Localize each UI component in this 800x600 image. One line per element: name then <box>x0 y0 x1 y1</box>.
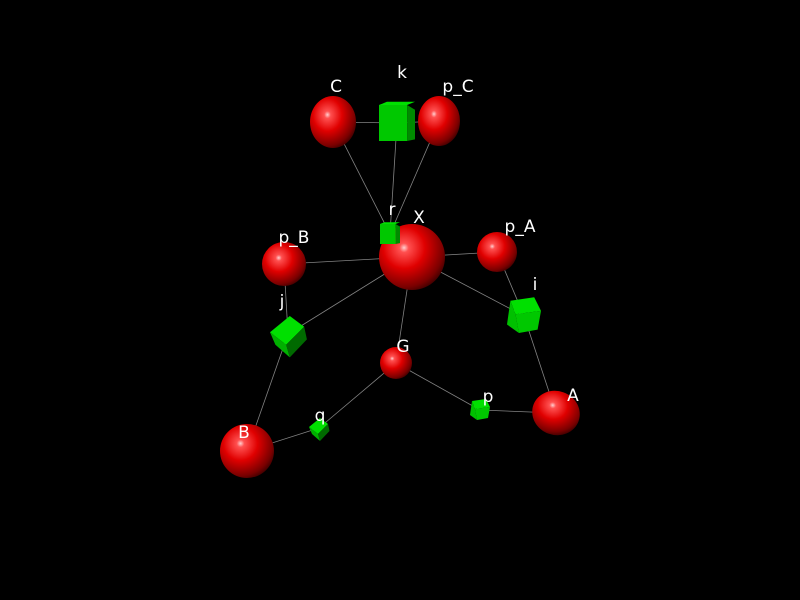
cube-q-face-0 <box>309 418 328 434</box>
node-B <box>220 424 274 478</box>
cube-i-face-2 <box>515 310 541 333</box>
sphere-pA <box>477 232 517 272</box>
cube-k-face-2 <box>379 101 415 105</box>
node-i <box>507 297 541 333</box>
label-i: i <box>533 275 538 295</box>
node-G <box>380 347 412 379</box>
label-C: C <box>330 77 342 97</box>
node-pB <box>262 242 306 286</box>
label-G: G <box>396 337 409 357</box>
node-C <box>310 96 356 148</box>
label-A: A <box>567 386 579 406</box>
label-B: B <box>238 423 250 443</box>
cube-j-face-2 <box>286 326 307 358</box>
label-pC: p_C <box>442 77 473 97</box>
cube-i-face-0 <box>510 297 541 315</box>
edge-G-q <box>318 362 397 429</box>
cube-q-face-2 <box>318 424 330 441</box>
node-pA <box>477 232 517 272</box>
node-p <box>470 399 490 420</box>
cube-r-face-1 <box>395 224 400 244</box>
sphere-A <box>532 390 580 436</box>
nodes-layer <box>220 96 580 478</box>
cube-q-face-1 <box>309 427 320 441</box>
sphere-B <box>220 424 274 478</box>
cube-r-face-0 <box>380 224 396 244</box>
label-r: r <box>389 200 396 220</box>
node-k <box>379 101 415 141</box>
edge-G-p <box>395 362 481 411</box>
label-X: X <box>413 208 425 228</box>
label-pA: p_A <box>505 217 536 237</box>
sphere-C <box>310 96 356 148</box>
sphere-pC <box>418 96 460 146</box>
node-r <box>380 222 400 244</box>
label-q: q <box>315 406 326 426</box>
label-k: k <box>397 63 407 83</box>
cube-k-face-1 <box>407 105 415 141</box>
cube-k-face-0 <box>379 105 408 141</box>
edge-k-r <box>389 122 398 235</box>
node-pC <box>418 96 460 146</box>
node-A <box>532 390 580 436</box>
cube-p-face-0 <box>472 399 490 409</box>
cube-r-face-2 <box>380 222 400 224</box>
cube-p-face-1 <box>470 401 477 420</box>
label-p: p <box>483 387 494 407</box>
cube-p-face-2 <box>475 407 490 420</box>
sphere-pB <box>262 242 306 286</box>
cube-j-face-0 <box>270 316 305 345</box>
sphere-G <box>380 347 412 379</box>
cube-j-face-1 <box>270 332 290 358</box>
node-j <box>270 316 307 358</box>
label-pB: p_B <box>279 228 310 248</box>
label-j: j <box>279 292 285 312</box>
node-q <box>309 418 330 441</box>
cube-i-face-1 <box>507 300 519 333</box>
